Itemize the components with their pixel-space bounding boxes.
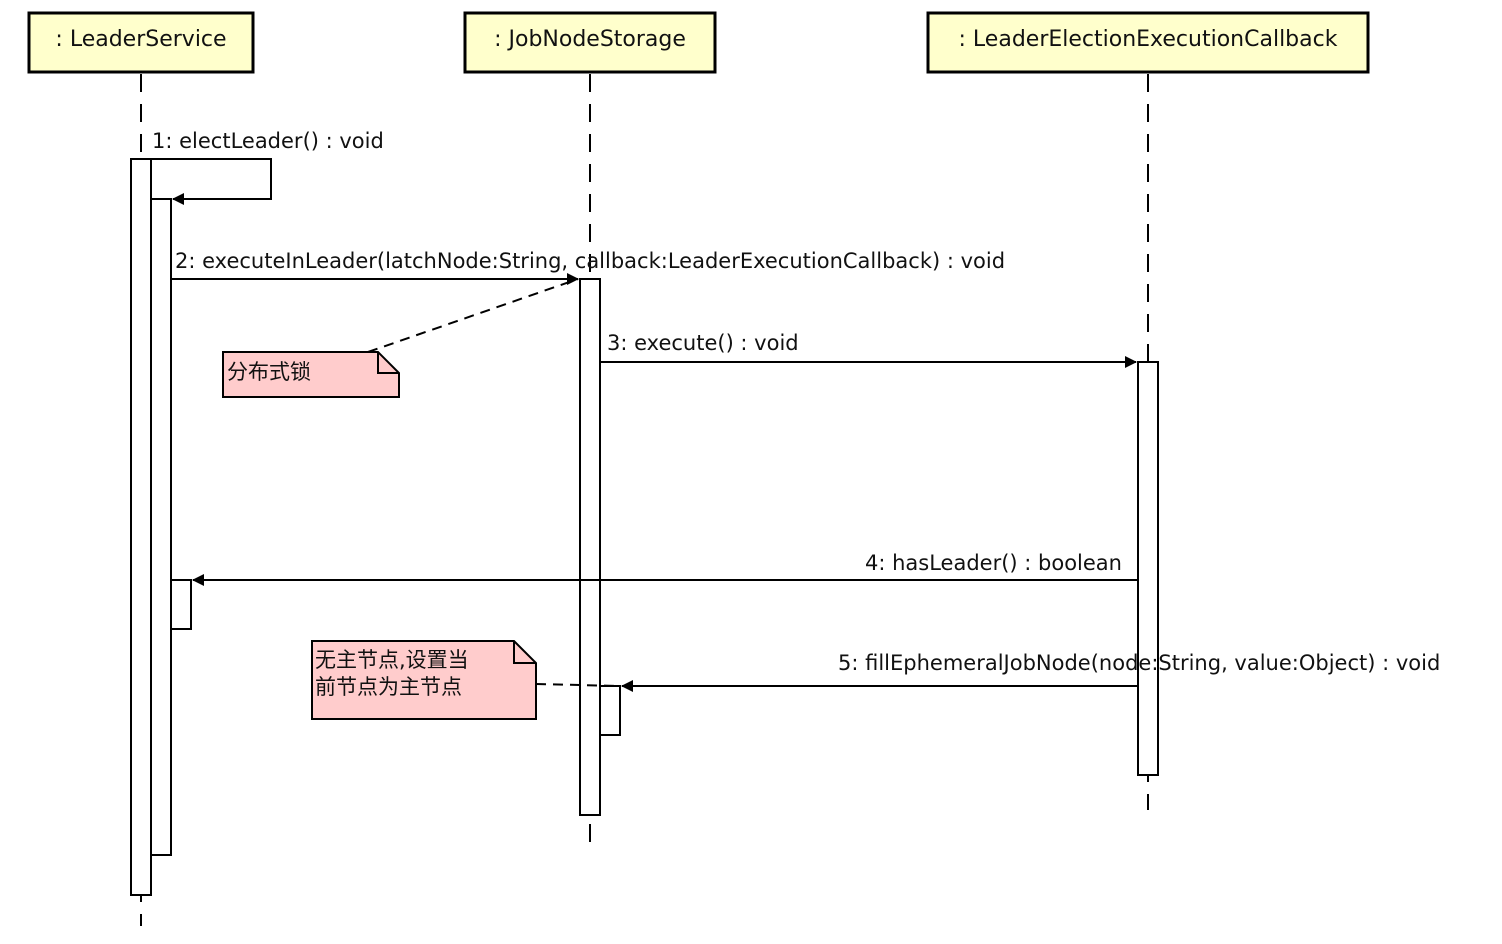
note-text-2-line-1: 无主节点,设置当 <box>315 648 469 672</box>
lifeline-leader-service: : LeaderService <box>27 11 255 926</box>
activation-leader-election-callback <box>1137 361 1159 776</box>
message-arrow-1 <box>151 158 272 205</box>
note-shape-1 <box>222 351 400 398</box>
note-connector-2 <box>535 683 621 687</box>
lifeline-box-leader-service <box>27 11 255 74</box>
note-fold-1 <box>377 352 399 374</box>
message-3: 3: execute() : void <box>600 331 1137 368</box>
lifeline-box-job-node-storage <box>463 11 717 74</box>
message-5: 5: fillEphemeralJobNode(node:String, val… <box>621 651 1440 692</box>
message-4: 4: hasLeader() : boolean <box>192 551 1138 586</box>
note-set-leader: 无主节点,设置当 前节点为主节点 <box>311 640 621 720</box>
note-text-2-line-2: 前节点为主节点 <box>315 675 462 699</box>
activation-job-node-storage <box>579 278 601 816</box>
lifeline-box-leader-election-callback <box>926 11 1370 74</box>
activation-job-node-storage-nested <box>599 685 621 736</box>
lifeline-label-job-node-storage: : JobNodeStorage <box>494 27 686 52</box>
lifeline-leader-election-callback: : LeaderElectionExecutionCallback <box>926 11 1370 810</box>
note-distributed-lock: 分布式锁 <box>222 278 579 398</box>
note-text-1-line-1: 分布式锁 <box>227 360 311 384</box>
message-label-2: 2: executeInLeader(latchNode:String, cal… <box>175 249 1005 273</box>
message-label-4: 4: hasLeader() : boolean <box>865 551 1122 575</box>
activation-leader-service-inner <box>150 198 172 856</box>
message-label-5: 5: fillEphemeralJobNode(node:String, val… <box>838 651 1440 675</box>
lifeline-job-node-storage: : JobNodeStorage <box>463 11 717 848</box>
activation-leader-service-outer <box>130 158 152 896</box>
note-fold-2 <box>513 641 536 664</box>
message-label-3: 3: execute() : void <box>607 331 799 355</box>
lifeline-label-leader-election-callback: : LeaderElectionExecutionCallback <box>959 27 1338 52</box>
message-label-1: 1: electLeader() : void <box>152 129 384 153</box>
lifeline-label-leader-service: : LeaderService <box>55 27 226 52</box>
message-1: 1: electLeader() : void <box>151 129 384 205</box>
note-shape-2 <box>311 640 537 720</box>
note-connector-1 <box>367 278 579 353</box>
activation-leader-service-callback <box>170 579 192 630</box>
message-2: 2: executeInLeader(latchNode:String, cal… <box>171 249 1005 285</box>
